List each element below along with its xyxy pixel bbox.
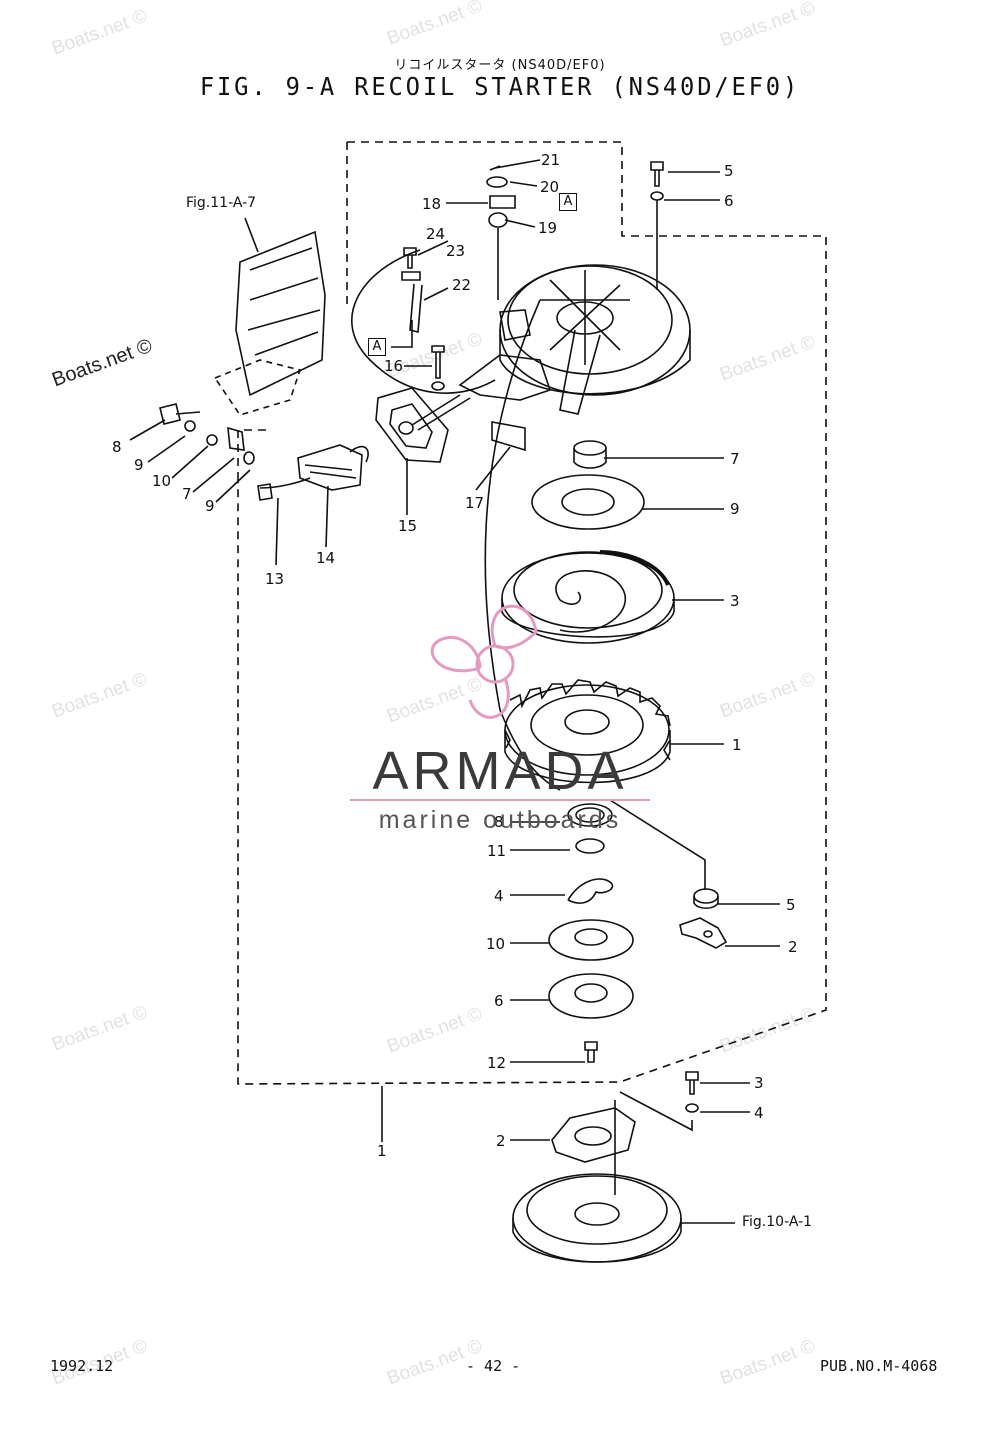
- part-label: 5: [724, 162, 734, 180]
- figure-title: FIG. 9-A RECOIL STARTER (NS40D/EF0): [199, 72, 801, 101]
- part-label: 7: [182, 485, 192, 503]
- part-label: 3: [754, 1074, 764, 1092]
- brand-logo-mark: [430, 604, 538, 719]
- part-label: 8: [112, 438, 122, 456]
- part-label: 3: [730, 592, 740, 610]
- part-label: 20: [540, 178, 560, 196]
- fig-10-reference: Fig.10-A-1: [742, 1214, 813, 1230]
- part-label: 4: [494, 887, 504, 905]
- part-label: 5: [786, 896, 796, 914]
- assembly-boundary: [237, 141, 827, 1085]
- part-label: 16: [384, 357, 404, 375]
- part-label: 1: [732, 736, 742, 754]
- part-label: 9: [134, 456, 144, 474]
- fig-11-reference: Fig.11-A-7: [186, 195, 257, 211]
- part-label: 8: [494, 813, 504, 831]
- part-label: 1: [377, 1142, 387, 1160]
- part-label: 2: [496, 1132, 506, 1150]
- part-label: 4: [754, 1104, 764, 1122]
- ref-box-a: A: [368, 338, 386, 356]
- part-label: 9: [730, 500, 740, 518]
- footer-page-number: - 42 -: [466, 1357, 521, 1375]
- footer-date: 1992.12: [50, 1357, 114, 1375]
- ref-box-a: A: [559, 193, 577, 211]
- part-label: 19: [538, 219, 558, 237]
- part-label: 7: [730, 450, 740, 468]
- brand-name: ARMADA: [372, 741, 628, 801]
- part-label: 15: [398, 517, 418, 535]
- brand-tagline: marine outboards: [378, 806, 622, 834]
- part-label: 11: [487, 842, 507, 860]
- part-label: 9: [205, 497, 215, 515]
- part-label: 21: [541, 151, 561, 169]
- footer-publication-number: PUB.NO.M-4068: [820, 1357, 938, 1375]
- part-label: 14: [316, 549, 336, 567]
- part-label: 13: [265, 570, 285, 588]
- part-label: 10: [152, 472, 172, 490]
- part-label: 10: [486, 935, 506, 953]
- subtitle-jp: リコイルスタータ (NS40D/EF0): [394, 58, 606, 73]
- part-label: 12: [487, 1054, 507, 1072]
- part-label: 6: [494, 992, 504, 1010]
- part-label: 17: [465, 494, 485, 512]
- part-label: 22: [452, 276, 472, 294]
- part-label: 23: [446, 242, 466, 260]
- part-label: 6: [724, 192, 734, 210]
- part-label: 2: [788, 938, 798, 956]
- part-label: 18: [422, 195, 442, 213]
- part-label: 24: [426, 225, 446, 243]
